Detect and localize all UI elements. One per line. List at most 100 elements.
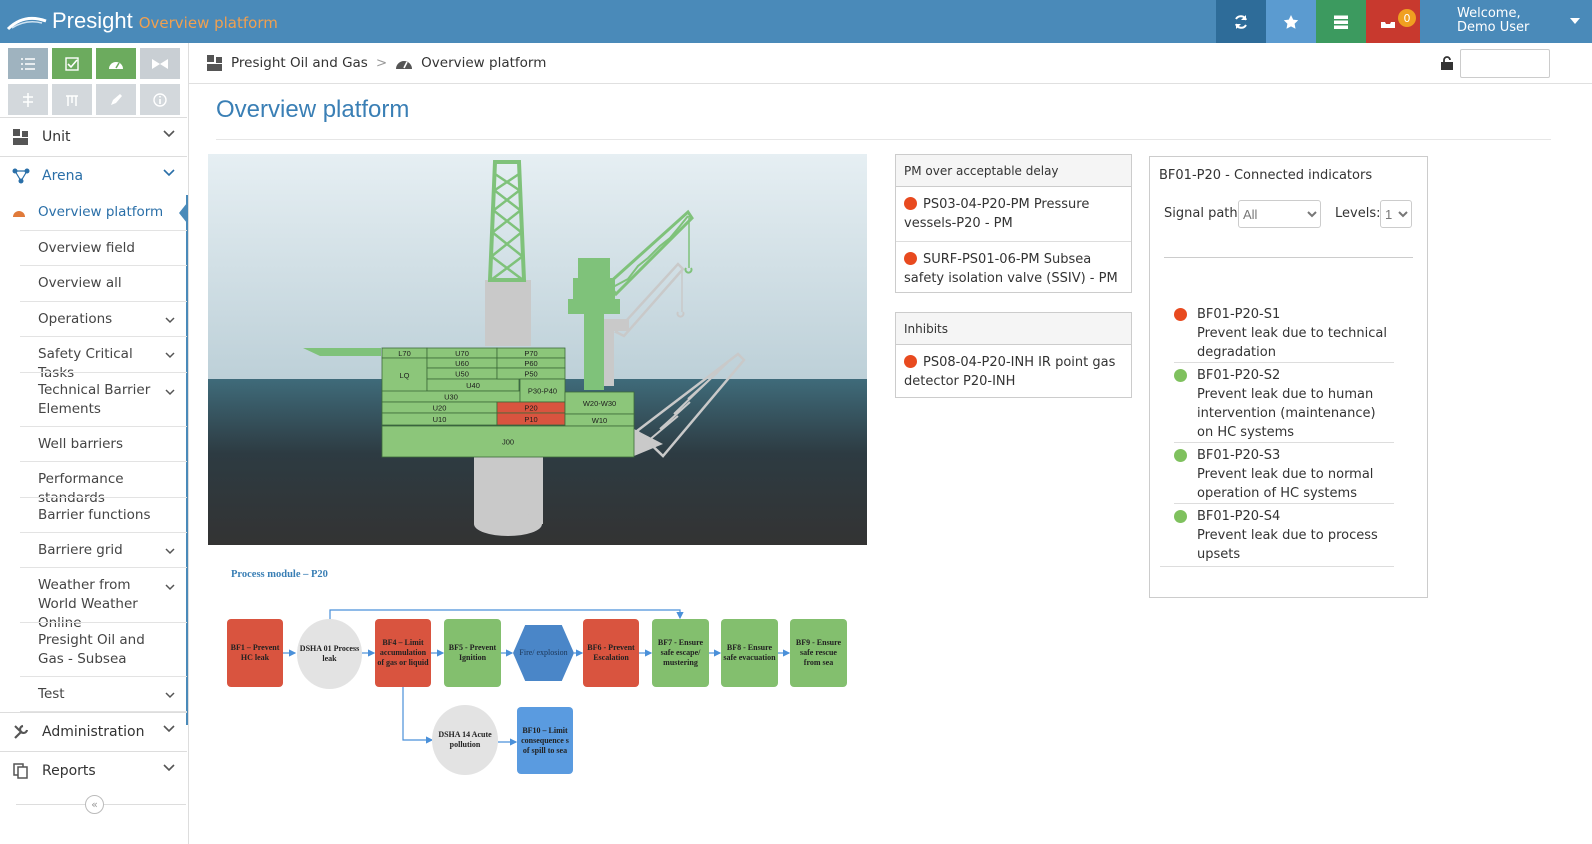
info-button[interactable] (140, 84, 180, 115)
edit-button[interactable] (96, 84, 136, 115)
sidebar-item-divider (20, 265, 187, 266)
reports-icon (0, 763, 42, 779)
connected-divider (1164, 257, 1413, 258)
flow-bf7[interactable]: BF7 - Ensure safe escape/ mustering (652, 619, 709, 687)
inhibits-panel: Inhibits PS08-04-P20-INH IR point gas de… (895, 312, 1132, 398)
sidebar-item-divider (20, 567, 187, 568)
sidebar-item-divider (20, 711, 187, 712)
sidebar-item-label: Overview platform (38, 204, 164, 220)
sidebar-item-label: Barrier functions (38, 507, 151, 523)
hierarchy-icon (23, 92, 33, 107)
inhibit-item-text: PS08-04-P20-INH IR point gas detector P2… (904, 355, 1116, 389)
flow-bf5[interactable]: BF5 - Prevent Ignition (444, 619, 501, 687)
flow-fire-explosion[interactable]: Fire/ explosion (513, 625, 574, 681)
flow-bf4[interactable]: BF4 – Limit accumulation of gas or liqui… (375, 619, 431, 687)
inhibits-panel-title: Inhibits (896, 313, 1131, 345)
sidebar-item-1[interactable]: Overview field (0, 231, 187, 266)
nav-unit[interactable]: Unit (0, 117, 187, 156)
sidebar-item-3[interactable]: Operations (0, 302, 187, 337)
module-label: P20 (524, 404, 537, 413)
structure-button[interactable] (52, 84, 92, 115)
unlock-icon[interactable] (1441, 56, 1453, 70)
sidebar-item-divider (20, 230, 187, 231)
dashboard-button[interactable] (96, 48, 136, 79)
nav-reports[interactable]: Reports (0, 751, 187, 790)
sidebar-item-12[interactable]: Test (0, 677, 187, 712)
module-label: L70 (398, 349, 411, 358)
pm-delay-panel: PM over acceptable delay PS03-04-P20-PM … (895, 154, 1132, 293)
inhibit-item[interactable]: PS08-04-P20-INH IR point gas detector P2… (896, 345, 1131, 399)
user-menu[interactable]: Welcome, Demo User (1445, 0, 1592, 43)
sidebar-item-5[interactable]: Technical Barrier Elements (0, 373, 187, 427)
sidebar-item-8[interactable]: Barrier functions (0, 498, 187, 533)
collapse-sidebar-button[interactable]: « (85, 795, 104, 814)
chevron-down-icon (165, 548, 175, 555)
sidebar-item-6[interactable]: Well barriers (0, 427, 187, 462)
nav-administration[interactable]: Administration (0, 712, 187, 751)
pm-item-text: PS03-04-P20-PM Pressure vessels-P20 - PM (904, 197, 1090, 231)
search-input[interactable] (1460, 49, 1550, 78)
flow-bf1[interactable]: BF1 – Prevent HC leak (227, 619, 283, 687)
double-chevron-left-icon: « (91, 798, 98, 811)
chevron-down-icon (165, 692, 175, 699)
checklist-button[interactable] (52, 48, 92, 79)
bowtie-button[interactable] (140, 48, 180, 79)
levels-select[interactable]: 1 (1380, 200, 1412, 228)
breadcrumb-root[interactable]: Presight Oil and Gas (231, 55, 368, 71)
module-label: U60 (455, 359, 469, 368)
checkbox-icon (65, 56, 79, 71)
module-label: P60 (524, 359, 537, 368)
sidebar-item-9[interactable]: Barriere grid (0, 533, 187, 568)
sidebar-item-2[interactable]: Overview all (0, 266, 187, 302)
list-view-button[interactable] (8, 48, 48, 79)
sidebar-item-0[interactable]: Overview platform (0, 195, 187, 231)
pm-item[interactable]: SURF-PS01-06-PM Subsea safety isolation … (896, 242, 1131, 296)
pm-item[interactable]: PS03-04-P20-PM Pressure vessels-P20 - PM (896, 187, 1131, 242)
flow-dsha01[interactable]: DSHA 01 Process leak (297, 619, 362, 689)
brand-logo[interactable]: Presight Overview platform (6, 6, 278, 36)
sidebar-item-11[interactable]: Presight Oil and Gas - Subsea (0, 623, 187, 677)
flow-bf6[interactable]: BF6 - Prevent Escalation (583, 619, 639, 687)
welcome-label: Welcome, (1457, 6, 1521, 21)
sidebar-item-divider (20, 336, 187, 337)
module-label: U10 (433, 415, 447, 424)
dashboard-icon (109, 61, 123, 69)
indicator-code: BF01-P20-S3 (1197, 448, 1281, 463)
flow-dsha14[interactable]: DSHA 14 Acute pollution (432, 705, 498, 775)
flow-bf8[interactable]: BF8 - Ensure safe evacuation (721, 619, 778, 687)
module-label: U40 (466, 381, 480, 390)
status-dot-green (1174, 369, 1187, 382)
module-label: W10 (592, 416, 607, 425)
sidebar-item-4[interactable]: Safety Critical Tasks (0, 337, 187, 381)
refresh-icon (1235, 14, 1247, 29)
sidebar-item-divider (20, 301, 187, 302)
favorites-button[interactable] (1266, 0, 1316, 43)
sidebar-item-10[interactable]: Weather from World Weather Online (0, 568, 187, 631)
tree-button[interactable] (8, 84, 48, 115)
sidebar-item-7[interactable]: Performance standards (0, 462, 187, 506)
arena-active-rail (186, 195, 188, 725)
nav-arena[interactable]: Arena (0, 156, 187, 195)
list-icon (21, 57, 35, 70)
module-label: U70 (455, 349, 469, 358)
flow-bf9[interactable]: BF9 - Ensure safe rescue from sea (790, 619, 847, 687)
module-j00[interactable] (381, 425, 635, 458)
module-label: J00 (502, 438, 514, 447)
servers-button[interactable] (1316, 0, 1366, 43)
sidebar-item-divider (20, 622, 187, 623)
notifications-button[interactable]: 0 (1366, 0, 1420, 43)
chevron-down-icon (165, 389, 175, 396)
flow-bf10[interactable]: BF10 – Limit consequence s of spill to s… (517, 707, 573, 774)
sidebar-item-label: Well barriers (38, 436, 124, 452)
connected-title: BF01-P20 - Connected indicators (1159, 168, 1373, 183)
status-dot-red (904, 355, 917, 368)
module-label: W20-W30 (583, 399, 616, 408)
sidebar-item-label: Barriere grid (38, 542, 123, 558)
signal-path-select[interactable]: All (1238, 200, 1321, 228)
refresh-button[interactable] (1216, 0, 1266, 43)
